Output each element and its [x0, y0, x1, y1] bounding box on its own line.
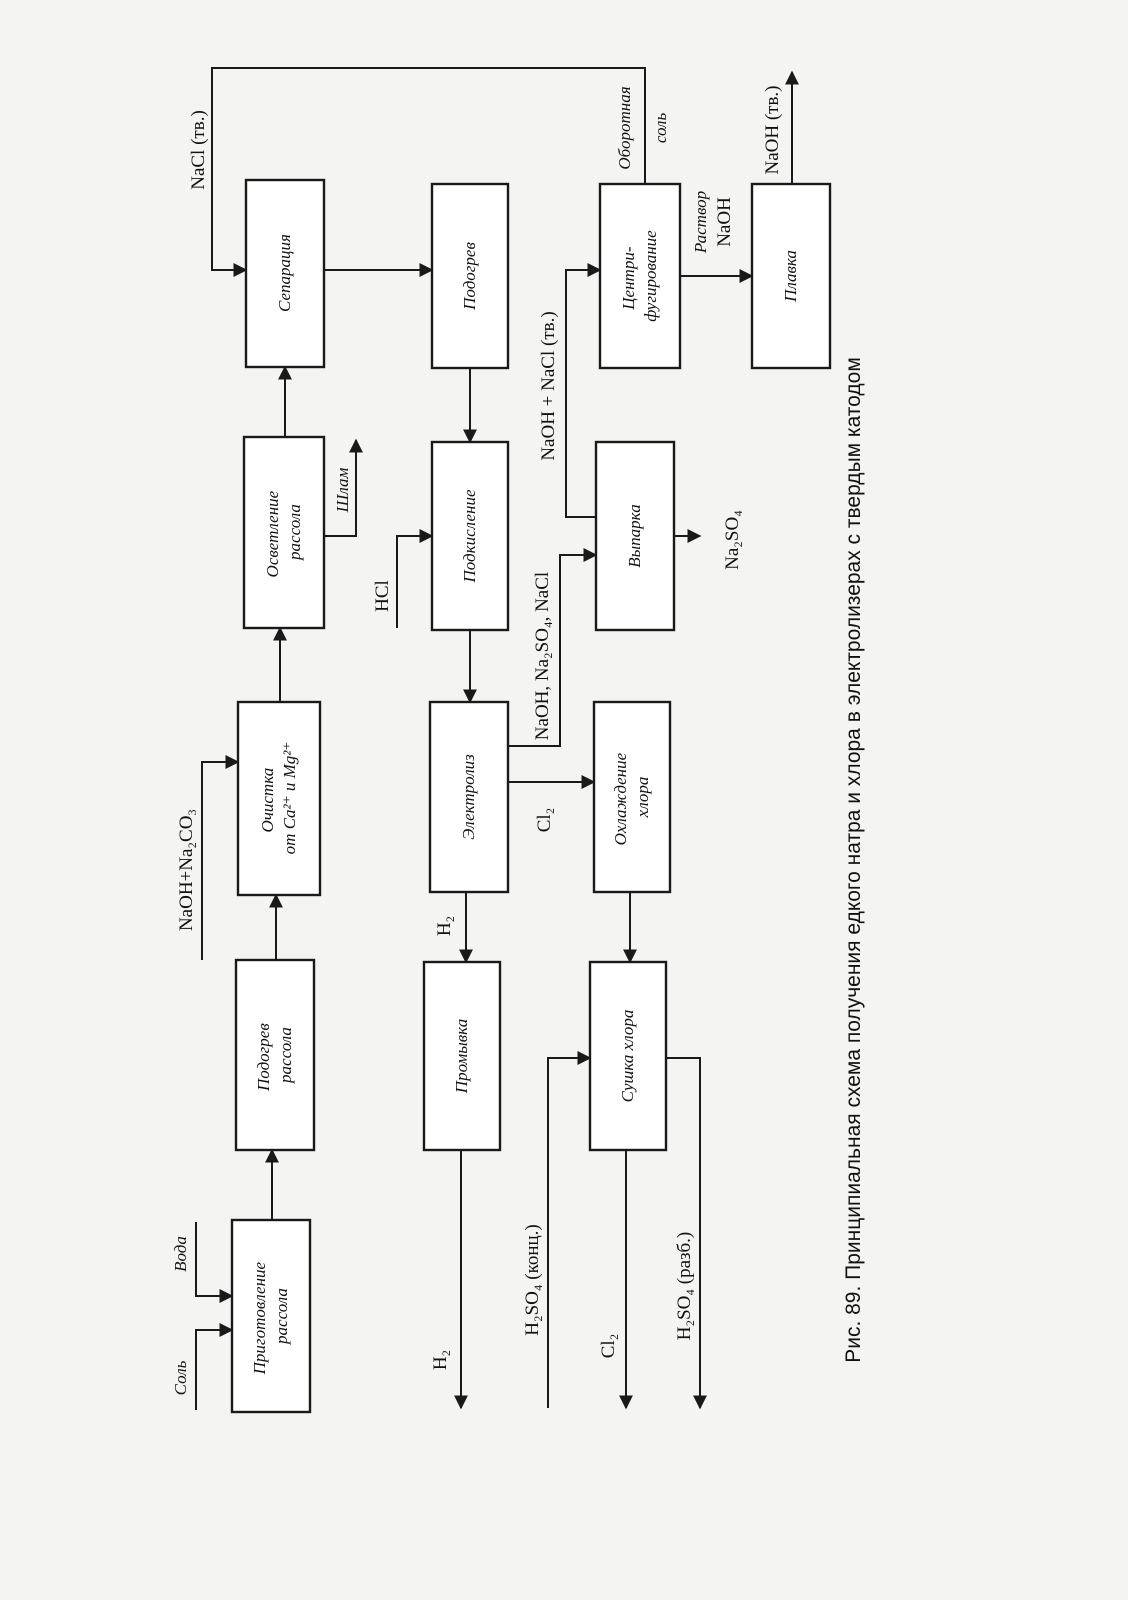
flow-label-sludge: Шлам [333, 468, 352, 514]
flow-label-naoh-solid: NaOH (тв.) [762, 85, 783, 174]
flow-label-water: Вода [171, 1236, 190, 1272]
box-chlorine-dry [588, 960, 668, 1152]
flow-label-naoh-solution-2: NaOH [714, 197, 735, 247]
box-chlorine-cool [592, 700, 672, 894]
flow-label-na2so4: Na₂SO₄ [722, 510, 743, 570]
conn-sludge-out [324, 438, 363, 537]
label-centrifuge: Центри- фугирование [619, 230, 660, 322]
conn-salt-in [195, 1323, 234, 1410]
conn-hcl-in [396, 529, 434, 628]
conn-naoh-na2co3-in [201, 755, 240, 960]
figure-caption: Рис. 89. Принципиальная схема получения … [842, 357, 865, 1363]
flow-labels: Соль Вода NaOH+Na₂CO₃ Шлам NaCl (тв.) Об… [171, 85, 783, 1395]
conn-electrolysis-to-evap [508, 548, 598, 747]
flow-label-h2so4-dil: H₂SO₄ (разб.) [674, 1232, 695, 1341]
flow-label-cl2-electrolysis: Cl₂ [534, 808, 555, 833]
flow-label-h2-out: H₂ [430, 1350, 451, 1370]
label-chlorine-cool: Охлаждение хлора [611, 749, 652, 846]
flow-label-h2so4-conc: H₂SO₄ (конц.) [522, 1224, 543, 1336]
conn-h2so4-dil-out [666, 1057, 707, 1410]
label-heat-brine: Подогрев рассола [254, 1019, 295, 1092]
flow-label-naoh-nacl: NaOH + NaCl (тв.) [538, 311, 559, 460]
conn-h2so4-conc-in [547, 1051, 592, 1408]
label-electrolysis: Электролиз [459, 754, 478, 840]
label-chlorine-dry: Сушка хлора [618, 1010, 637, 1103]
label-heating: Подогрев [460, 242, 479, 311]
process-boxes [230, 178, 832, 1414]
box-prep-brine [230, 1218, 312, 1414]
label-evaporation: Выпарка [625, 504, 644, 567]
flow-label-salt: Соль [171, 1360, 190, 1395]
label-acidify: Подкисление [460, 489, 479, 583]
label-separation: Сепарация [275, 234, 294, 312]
flow-label-hcl: HCl [372, 580, 393, 612]
conn-recycle-salt [211, 67, 646, 277]
box-labels: Приготовление рассола Подогрев рассола О… [250, 230, 800, 1376]
box-evaporation [594, 440, 676, 632]
label-clarify: Осветление рассола [263, 487, 304, 578]
label-melting: Плавка [781, 250, 800, 303]
flow-label-nacl-solid: NaCl (тв.) [188, 110, 209, 190]
flow-label-naoh-solution-1: Раствор [691, 191, 710, 254]
flow-label-cl2-out: Cl₂ [598, 1334, 619, 1359]
flow-label-h2-in: H₂ [434, 916, 455, 936]
box-clarify [242, 435, 326, 630]
conn-evap-to-centrifuge [565, 263, 602, 518]
box-acidify [430, 440, 510, 632]
label-wash: Промывка [452, 1019, 471, 1094]
box-purify [236, 700, 322, 897]
flow-label-naoh-mix: NaOH, Na₂SO₄, NaCl [532, 572, 553, 740]
label-purify: Очистка от Ca²⁺ и Mg²⁺ [258, 742, 299, 855]
conn-water-in [195, 1222, 234, 1303]
label-prep-brine: Приготовление рассола [250, 1258, 291, 1376]
flow-label-recycle-salt-1: Оборотная [615, 86, 634, 169]
connections [195, 67, 799, 1410]
box-electrolysis [428, 700, 510, 894]
box-heat-brine [234, 958, 316, 1152]
box-wash [422, 960, 502, 1152]
box-centrifuge [598, 182, 682, 370]
flow-label-naoh-na2co3: NaOH+Na₂CO₃ [176, 809, 197, 931]
box-separation [244, 178, 326, 369]
flow-label-recycle-salt-2: соль [651, 113, 670, 144]
box-melting [750, 182, 832, 370]
box-heating [430, 182, 510, 370]
